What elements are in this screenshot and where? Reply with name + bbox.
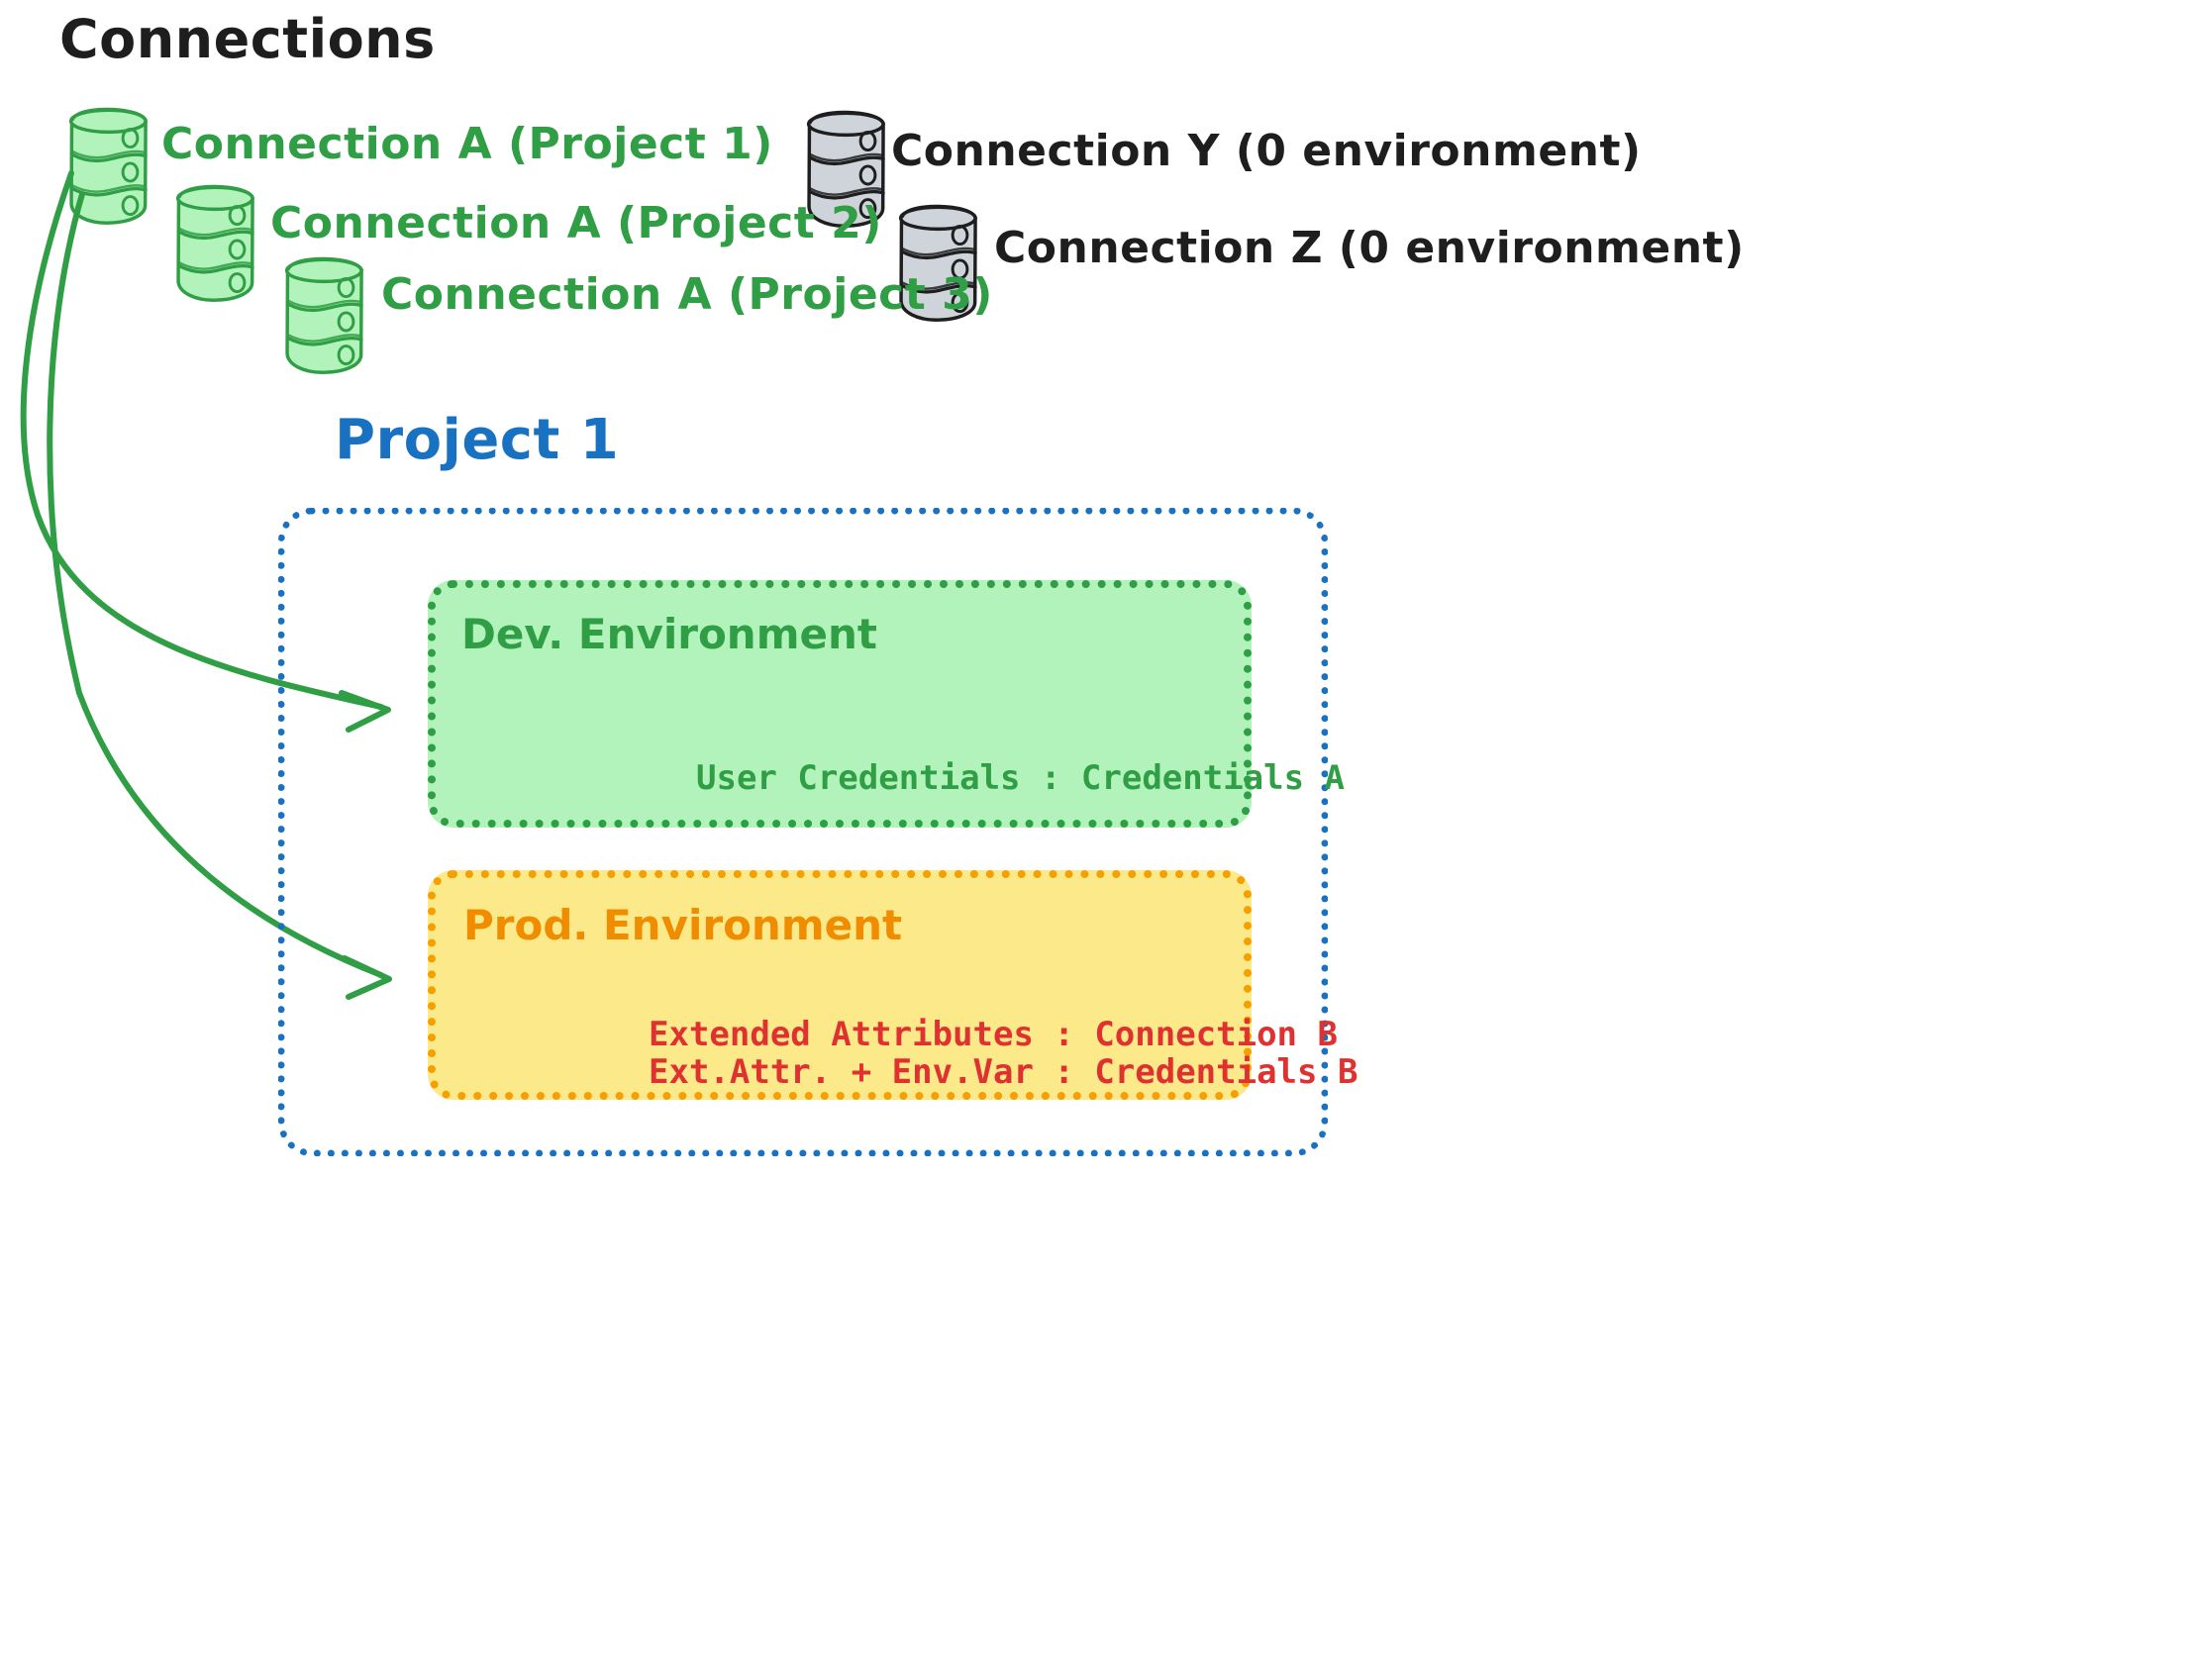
prod-environment-credentials-line: Ext.Attr. + Env.Var : Credentials B — [649, 1052, 1358, 1092]
connection-label-conn-a-project-3: Connection A (Project 3) — [381, 269, 993, 320]
prod-environment-attributes-line: Extended Attributes : Connection B — [649, 1015, 1338, 1054]
dev-environment-credentials-line: User Credentials : Credentials A — [696, 758, 1346, 798]
connection-label-conn-a-project-2: Connection A (Project 2) — [270, 198, 882, 248]
database-icon-conn-a-project-1 — [70, 109, 147, 224]
page-title: Connections — [59, 8, 436, 70]
database-icon-conn-a-project-3 — [286, 258, 362, 373]
connection-label-conn-a-project-1: Connection A (Project 1) — [161, 119, 773, 169]
dev-environment-title: Dev. Environment — [461, 610, 877, 658]
project-title: Project 1 — [335, 408, 620, 472]
prod-environment-title: Prod. Environment — [463, 901, 903, 949]
project-container — [278, 508, 1328, 1156]
connection-label-conn-y: Connection Y (0 environment) — [891, 126, 1642, 176]
database-icon-conn-a-project-2 — [177, 186, 253, 301]
prod-environment-box — [428, 870, 1252, 1100]
dev-environment-box — [428, 580, 1252, 828]
connection-label-conn-z: Connection Z (0 environment) — [994, 223, 1745, 273]
